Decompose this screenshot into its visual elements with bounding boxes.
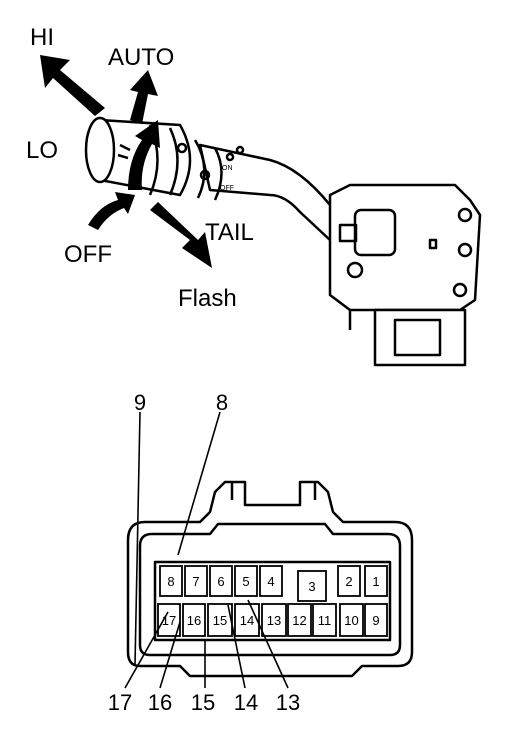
pin-13-label: 13 xyxy=(267,613,281,628)
dial-ring-2 xyxy=(168,127,179,196)
leader-9 xyxy=(134,411,141,666)
pin-7-cell xyxy=(184,565,208,597)
connector-outer-shell xyxy=(126,480,414,678)
callout-14: 14 xyxy=(234,690,258,715)
pin-12-label: 12 xyxy=(292,613,306,628)
switch-body xyxy=(328,183,482,312)
callout-13: 13 xyxy=(276,690,300,715)
mount-tab-left xyxy=(338,223,358,243)
pin-16-cell xyxy=(182,603,206,637)
label-hi: HI xyxy=(30,24,54,51)
pin-8-label: 8 xyxy=(167,574,174,589)
mount-hole-bottom-right xyxy=(452,282,468,298)
arrow-hi xyxy=(40,55,105,116)
callout-9: 9 xyxy=(134,390,146,415)
leader-16 xyxy=(159,621,181,689)
mount-hole-left xyxy=(346,261,364,279)
switch-connector-housing xyxy=(373,308,467,367)
label-tail: TAIL xyxy=(205,219,254,246)
pin-1-cell xyxy=(364,565,388,597)
pin-17-cell xyxy=(157,603,181,637)
callout-numbers: 9 8 17 16 15 14 13 xyxy=(108,390,300,715)
pin-12-cell xyxy=(287,603,312,637)
dial-symbol-tail xyxy=(199,169,211,181)
dial-symbol-dot-2 xyxy=(235,145,245,155)
pin-13-cell xyxy=(261,603,287,637)
mount-slot xyxy=(428,238,438,250)
dial-symbol-dot-1 xyxy=(225,152,235,162)
pin-11-cell xyxy=(312,603,337,637)
pin-3-label: 3 xyxy=(308,579,315,594)
arrow-lo xyxy=(128,120,160,190)
pin-15-cell xyxy=(207,603,233,637)
arrow-auto xyxy=(130,70,158,124)
pin-7-label: 7 xyxy=(192,574,199,589)
leader-13 xyxy=(247,599,289,689)
pin-3-cell xyxy=(297,570,327,602)
label-flash: Flash xyxy=(178,285,237,312)
pin-10-label: 10 xyxy=(344,613,358,628)
pin-5-label: 5 xyxy=(242,574,249,589)
leader-lines xyxy=(124,411,289,689)
knob-symbol-2 xyxy=(117,153,129,160)
pin-14-cell xyxy=(234,603,260,637)
leader-17 xyxy=(124,611,169,689)
dial-marking-on: ON xyxy=(222,165,233,172)
switch-connector-socket xyxy=(393,318,442,357)
label-off: OFF xyxy=(64,241,112,268)
dial-marking-off: OFF xyxy=(220,185,234,192)
pin-9-label: 9 xyxy=(372,613,379,628)
callout-17: 17 xyxy=(108,690,132,715)
pin-14-label: 14 xyxy=(240,613,254,628)
pin-4-label: 4 xyxy=(267,574,274,589)
callout-8: 8 xyxy=(216,390,228,415)
direction-arrows xyxy=(40,55,212,268)
pin-1-label: 1 xyxy=(372,574,379,589)
pin-2-label: 2 xyxy=(345,574,352,589)
connector xyxy=(126,480,414,678)
mount-hole-top-right xyxy=(457,207,473,223)
label-lo: LO xyxy=(26,137,58,164)
pin-6-label: 6 xyxy=(217,574,224,589)
pin-16-label: 16 xyxy=(187,613,201,628)
dial-ring-4 xyxy=(213,147,223,201)
pin-grid-frame xyxy=(153,560,392,642)
pin-15-label: 15 xyxy=(213,613,227,628)
callout-15: 15 xyxy=(191,690,215,715)
leader-8 xyxy=(177,411,221,556)
pin-6-cell xyxy=(209,565,233,597)
pin-11-label: 11 xyxy=(318,613,332,628)
pin-8-cell xyxy=(159,565,183,597)
label-auto: AUTO xyxy=(108,44,174,71)
connector-inner-cavity xyxy=(138,522,402,657)
pin-9-cell xyxy=(364,603,388,637)
arrow-off xyxy=(88,192,135,230)
pin-5-cell xyxy=(234,565,258,597)
mount-hole-mid-right xyxy=(457,242,473,258)
leader-14 xyxy=(227,604,246,689)
callout-16: 16 xyxy=(148,690,172,715)
pin-4-cell xyxy=(259,565,283,597)
dial-symbol-beam xyxy=(176,142,188,154)
knob-symbol xyxy=(119,143,131,152)
connector-latch xyxy=(230,482,317,500)
pin-2-cell xyxy=(337,565,361,597)
pin-10-cell xyxy=(339,603,364,637)
arrow-tail xyxy=(150,202,212,268)
knob-end-cap xyxy=(84,116,116,184)
dial-ring-3 xyxy=(193,139,206,199)
